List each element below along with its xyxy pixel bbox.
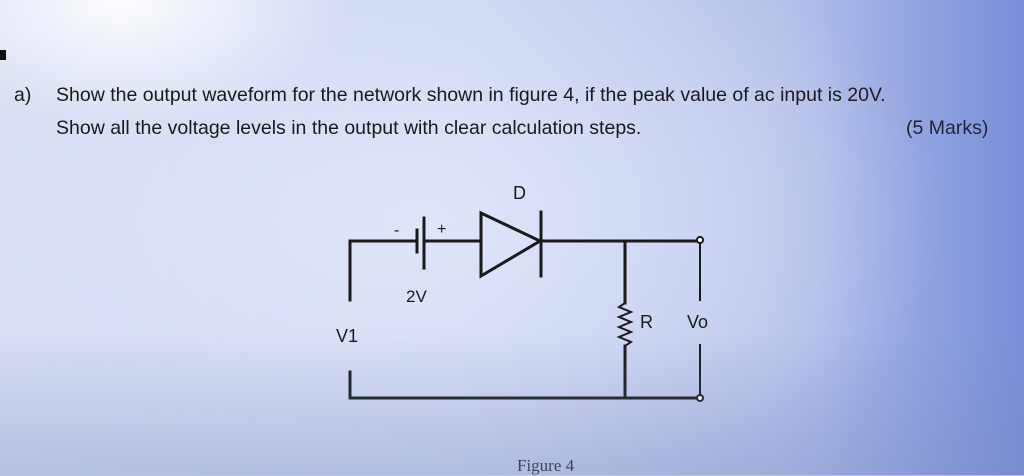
output-terminal-bottom <box>696 394 704 402</box>
output-label: Vo <box>687 312 709 332</box>
wire-source-top <box>348 239 417 302</box>
marks-label: (5 Marks) <box>906 117 989 139</box>
battery-minus-label: - <box>394 222 400 239</box>
previous-text-fragment <box>0 50 6 60</box>
question-line-2: Show all the voltage levels in the outpu… <box>56 117 642 139</box>
source-label: V1 <box>336 326 359 346</box>
battery-plus-label: + <box>437 221 447 238</box>
question-line-1: Show the output waveform for the network… <box>56 84 886 106</box>
figure-caption: Figure 4 <box>517 456 575 475</box>
resistor-label: R <box>640 312 653 332</box>
diode-label: D <box>513 183 526 203</box>
output-terminal-top <box>696 236 704 244</box>
question-label: a) <box>14 84 32 106</box>
diode-symbol <box>479 210 544 279</box>
resistor-symbol <box>616 301 634 348</box>
wire-source-bottom <box>348 370 702 400</box>
battery-value-label: 2V <box>406 287 427 306</box>
